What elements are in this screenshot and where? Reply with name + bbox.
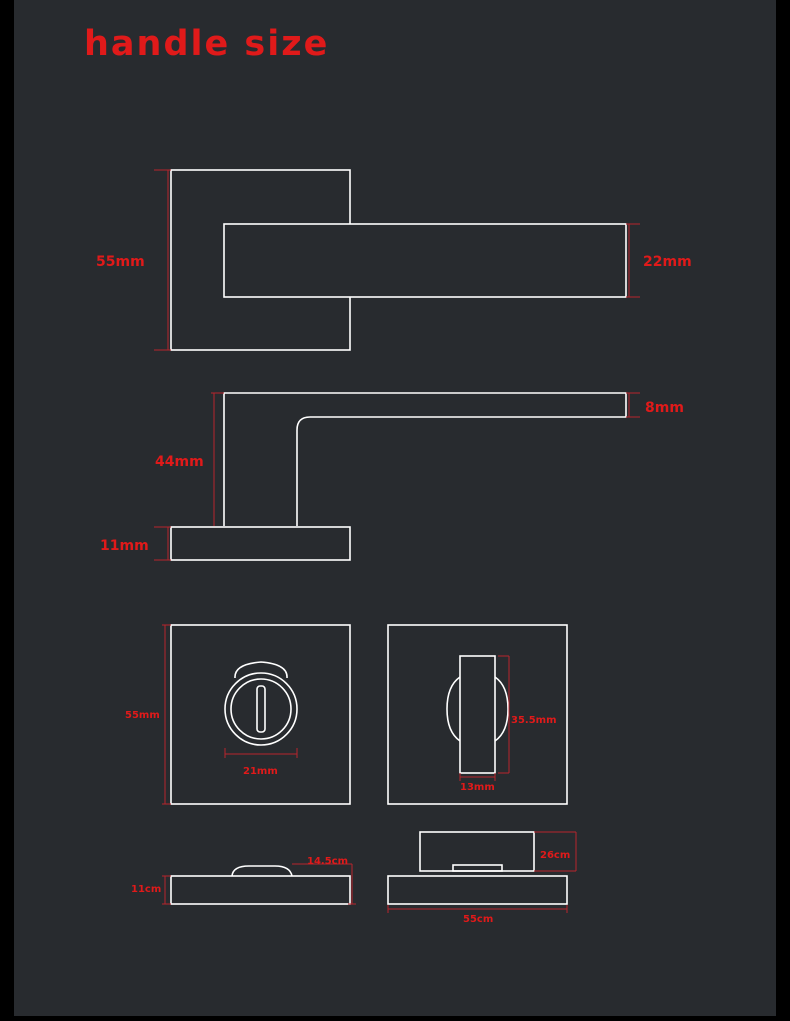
release-side-height-label: 26cm [540, 850, 570, 861]
thumbturn-front-view: 55mm 21mm [125, 624, 351, 805]
release-side-view: 26cm 55cm [387, 831, 577, 925]
release-side-spindle [452, 864, 503, 872]
release-front-height-dimension-line [498, 655, 510, 774]
release-side-height-dimension-line [534, 831, 577, 872]
lever-side-base-label: 11mm [100, 538, 149, 554]
thumbturn-side-base-plate [170, 875, 351, 905]
release-front-cover-right [494, 676, 509, 742]
thumbturn-indicator-window [234, 661, 288, 679]
thumbturn-side-knob-profile [231, 865, 293, 877]
thumbturn-side-view: 11cm 14.5cm [131, 856, 356, 905]
lever-side-thickness-dimension-line [626, 392, 640, 418]
release-front-width-dimension-line [459, 773, 496, 781]
lever-front-grip-dimension-line [626, 223, 640, 298]
release-front-rose-plate [387, 624, 568, 805]
release-side-width-dimension-line [387, 905, 568, 913]
lever-front-height-dimension-line [154, 169, 171, 351]
release-front-width-label: 13mm [460, 782, 495, 793]
release-front-height-label: 35.5mm [511, 715, 557, 726]
lever-side-thickness-label: 8mm [645, 400, 684, 416]
thumbturn-side-base-dimension-line [162, 875, 171, 905]
lever-front-grip [223, 223, 627, 298]
lever-side-base-plate [170, 526, 351, 561]
lever-side-base-dimension-line [154, 526, 171, 561]
thumbturn-knob-inner-ring [230, 678, 292, 740]
release-front-bar [459, 655, 496, 774]
thumbturn-side-knob-dimension-line [292, 863, 356, 905]
thumbturn-side-base-label: 11cm [131, 884, 161, 895]
thumbturn-front-height-label: 55mm [125, 710, 160, 721]
technical-drawing: 55mm 22mm 8mm 44mm 11mm 55mm 21mm [96, 169, 692, 925]
thumbturn-front-rose-plate [170, 624, 351, 805]
thumbturn-front-knob-dimension-line [224, 748, 298, 758]
lever-front-height-label: 55mm [96, 254, 145, 270]
release-front-cover-left [446, 676, 461, 742]
release-side-base-plate [387, 875, 568, 905]
thumbturn-front-height-dimension-line [162, 624, 171, 805]
drawing-frame: handle size 55mm 22mm 8mm 44mm 11mm [14, 0, 776, 1016]
lever-front-grip-label: 22mm [643, 254, 692, 270]
page-title: handle size [84, 24, 330, 64]
thumbturn-side-knob-label: 14.5cm [307, 856, 348, 867]
lever-side-profile [223, 392, 627, 526]
lever-side-reach-dimension-line [211, 392, 224, 526]
thumbturn-slot [256, 685, 266, 733]
lever-side-reach-label: 44mm [155, 454, 204, 470]
lever-side-view: 8mm 44mm 11mm [100, 392, 684, 561]
release-front-view: 35.5mm 13mm [387, 624, 568, 805]
thumbturn-front-knob-label: 21mm [243, 766, 278, 777]
thumbturn-knob-outer-ring [224, 672, 298, 746]
release-side-width-label: 55cm [463, 914, 493, 925]
lever-front-view: 55mm 22mm [96, 169, 692, 351]
